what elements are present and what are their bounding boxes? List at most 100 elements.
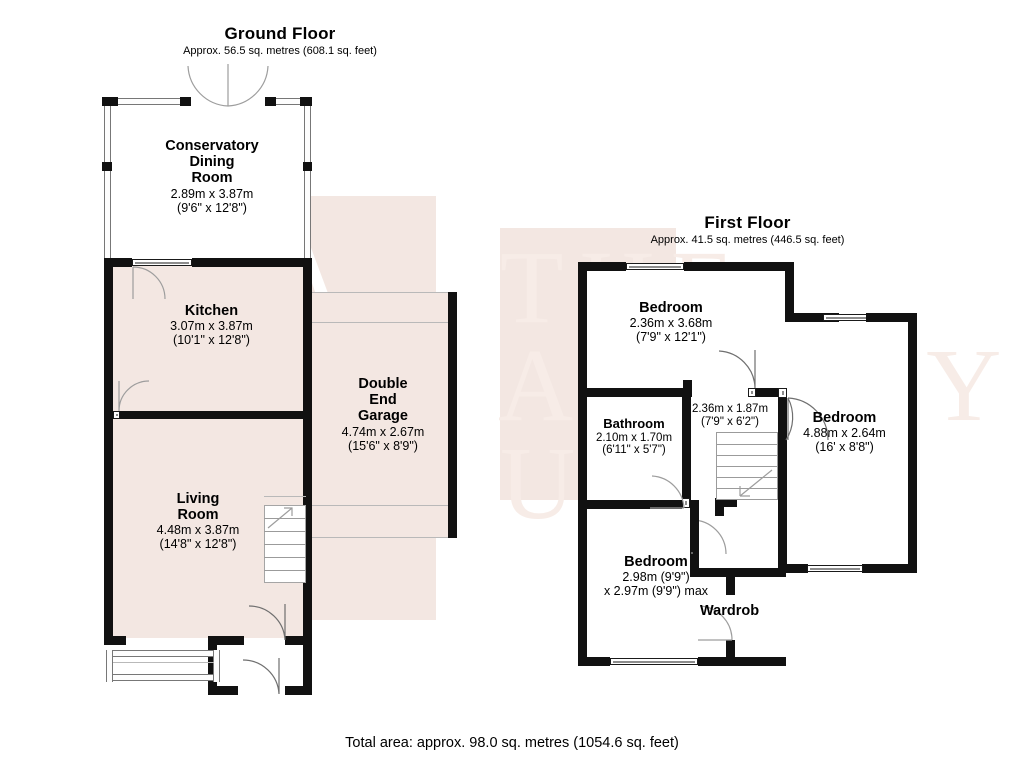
wall-wardrobe-left-lower — [726, 640, 735, 666]
first-floor-title: First Floor — [704, 213, 791, 232]
porch-inner-door[interactable] — [238, 658, 280, 698]
room-name-line-3: Garage — [358, 408, 408, 425]
garage-guide-top — [309, 292, 457, 293]
door-opening-bedroom1 — [748, 388, 756, 397]
room-label-garage: Double End Garage 4.74m x 2.67m (15'6" x… — [318, 376, 448, 453]
first-floor-subtitle: Approx. 41.5 sq. metres (446.5 sq. feet) — [650, 234, 845, 246]
wall-step-to-bedroom2-b — [866, 313, 916, 322]
outer-wall-left-living — [104, 416, 113, 644]
door-bedroom2[interactable] — [785, 396, 832, 442]
room-metric: 4.48m x 3.87m — [156, 523, 240, 538]
room-name-line-1: Bedroom — [624, 554, 688, 570]
first-floor-staircase-arrow — [718, 468, 776, 500]
room-name-line-1: Double — [358, 376, 408, 392]
bedroom1-window — [626, 263, 684, 270]
conservatory-glazed-wall-top-right — [266, 98, 312, 105]
ground-floor-subtitle: Approx. 56.5 sq. metres (608.1 sq. feet) — [183, 45, 377, 57]
room-label-living-room: Living Room 4.48m x 3.87m (14'8" x 12'8"… — [128, 491, 268, 551]
conservatory-post-tr-b — [265, 97, 276, 106]
total-area-footer: Total area: approx. 98.0 sq. metres (105… — [345, 735, 679, 751]
conservatory-glazed-wall-left — [104, 104, 111, 266]
room-metric: 2.98m (9'9") — [622, 570, 690, 585]
bay-window-bottom-rail — [106, 674, 220, 681]
wall-bathroom-bottom — [586, 500, 682, 509]
wall-landing-top-stub — [715, 498, 737, 507]
porch-wall-bottom-right — [285, 686, 312, 695]
room-metric: 2.10m x 1.70m — [595, 431, 673, 444]
outer-wall-bottom-bedroom3-left — [578, 657, 610, 666]
wall-kitchen-living — [113, 411, 305, 419]
bedroom3-fill — [586, 500, 776, 660]
outer-wall-bottom-living-left — [104, 636, 126, 645]
ground-staircase — [264, 505, 306, 583]
room-imperial: (15'6" x 8'9") — [348, 438, 418, 453]
outer-wall-bottom-bedroom2 — [778, 564, 808, 573]
outer-wall-top-bedroom1-right — [684, 262, 794, 271]
room-metric: 2.36m x 3.68m — [629, 316, 713, 331]
porch-fill — [214, 638, 306, 694]
room-metric: 4.74m x 2.67m — [341, 424, 425, 439]
room-imperial: (16' x 8'8") — [815, 440, 874, 455]
room-label-bathroom: Bathroom 2.10m x 1.70m (6'11" x 5'7") — [578, 416, 690, 457]
bedroom2-window-bottom — [807, 565, 863, 572]
wall-bedroom1-bottom-left — [578, 388, 690, 397]
room-name-line-3: Room — [191, 170, 233, 187]
kitchen-fill — [112, 264, 309, 416]
bay-window-right-rail — [213, 650, 220, 682]
room-metric: 4.88m x 2.64m — [803, 426, 886, 441]
first-floor-staircase — [716, 432, 778, 500]
room-imperial: (9'6" x 12'8") — [177, 200, 247, 215]
room-name-line-2: End — [369, 392, 397, 409]
porch-wall-right — [303, 636, 312, 694]
door-kitchen-conservatory[interactable] — [132, 266, 166, 301]
door-kitchen-living[interactable] — [118, 379, 152, 413]
outer-wall-right-garage — [448, 292, 457, 538]
conservatory-post-tr-c — [300, 97, 312, 106]
outer-wall-bottom-bedroom3-right — [698, 657, 786, 666]
kitchen-window-top — [132, 259, 192, 266]
garage-guide-top2 — [309, 322, 457, 323]
bay-window-inner-line — [113, 662, 214, 663]
outer-wall-left-kitchen — [104, 258, 113, 416]
room-label-bedroom-3: Bedroom 2.98m (9'9") x 2.97m (9'9") max — [586, 554, 726, 598]
door-bathroom[interactable] — [646, 475, 686, 510]
room-imperial: (6'11" x 5'7") — [602, 444, 666, 457]
room-imperial: (7'9" x 6'2") — [701, 415, 759, 428]
wall-bedroom1-bottom-stub — [683, 380, 692, 397]
wall-bedroom1-bottom-right — [755, 388, 786, 397]
stairs-edge-line — [264, 496, 306, 497]
room-metric: 2.89m x 3.87m — [170, 186, 254, 201]
ground-staircase-arrow — [266, 506, 306, 532]
room-name-line-1: Bedroom — [639, 300, 703, 316]
wall-bedroom3-wardrobe — [690, 568, 786, 577]
outer-wall-left-first — [578, 262, 587, 666]
landing-door-opening-bedroom2 — [778, 388, 787, 398]
outer-wall-right-first — [908, 313, 917, 573]
conservatory-glazed-wall-right — [304, 104, 311, 266]
kitchen-living-opening — [113, 411, 120, 419]
wall-bedroom1-right — [785, 262, 794, 322]
wall-landing-right — [778, 396, 787, 570]
conservatory-french-door[interactable] — [186, 62, 270, 107]
porch-outer-door[interactable] — [244, 604, 286, 644]
room-name-line-1: Bathroom — [603, 416, 665, 431]
outer-wall-bottom-living-right — [208, 636, 244, 645]
room-imperial: (14'8" x 12'8") — [159, 537, 237, 552]
wall-stairwell-left — [690, 500, 699, 552]
porch-wall-left — [208, 636, 217, 694]
outer-wall-porch-right — [285, 636, 312, 645]
conservatory-fill — [106, 104, 311, 264]
room-imperial: x 2.97m (9'9") max — [603, 584, 709, 599]
garage-guide-bottom2 — [309, 537, 457, 538]
wall-kitchen-conservatory-right — [192, 258, 312, 267]
wall-landing-stub-v — [715, 498, 724, 516]
room-name-line-2: Room — [177, 507, 219, 524]
bedroom2-window-top — [823, 314, 869, 321]
door-wardrobe[interactable] — [694, 602, 734, 642]
room-name-line-1: Kitchen — [184, 303, 239, 319]
door-bedroom1[interactable] — [712, 348, 756, 390]
room-name-line-1: Living — [176, 491, 220, 507]
ground-floor-title: Ground Floor — [224, 24, 336, 43]
bay-window-top-rail — [106, 650, 220, 657]
